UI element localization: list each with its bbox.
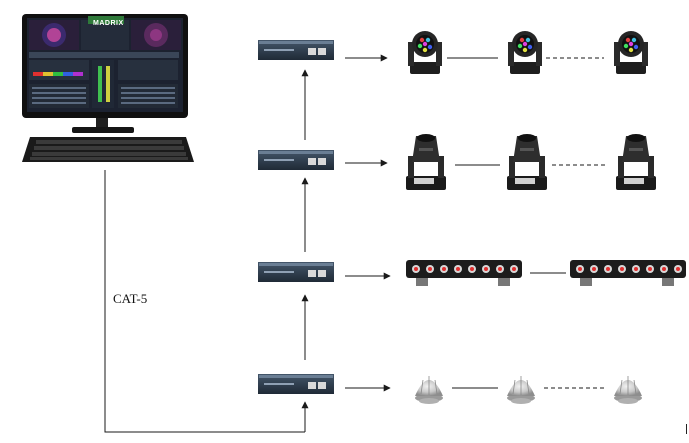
- monitor-stand: [96, 118, 108, 128]
- beam-bar-fixture: [406, 260, 522, 286]
- beam-bar-fixture: [570, 260, 686, 286]
- spot-fixture-row: [406, 134, 656, 190]
- controller-2: [258, 150, 334, 170]
- text-cursor: [686, 424, 687, 434]
- software-brand-label: MADRIX: [93, 20, 124, 27]
- dome-fixture: [507, 376, 535, 404]
- spot-fixture: [616, 134, 656, 190]
- computer-workstation: [22, 14, 194, 162]
- dome-fixture: [415, 376, 443, 404]
- controller-3: [258, 262, 334, 282]
- dome-fixture-row: [415, 376, 642, 404]
- wash-fixture: [614, 31, 648, 74]
- wash-fixture-row: [408, 31, 648, 74]
- cat5-cable: [104, 170, 305, 433]
- wash-fixture: [508, 31, 542, 74]
- wash-fixture: [408, 31, 442, 74]
- cable-label: CAT-5: [113, 291, 148, 306]
- dome-fixture: [614, 376, 642, 404]
- controller-4: [258, 374, 334, 394]
- beam-bar-row: [406, 260, 686, 286]
- spot-fixture: [507, 134, 547, 190]
- spot-fixture: [406, 134, 446, 190]
- controller-1: [258, 40, 334, 60]
